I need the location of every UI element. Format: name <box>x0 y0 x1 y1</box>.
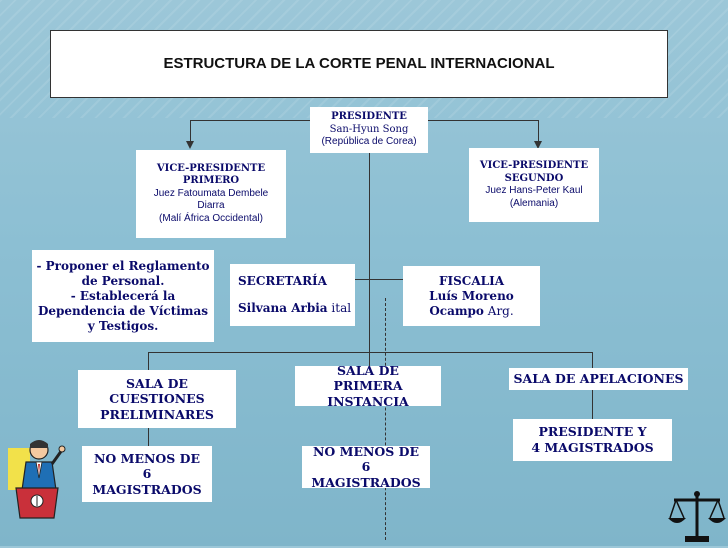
sala-apelaciones-box: SALA DE APELACIONES <box>509 368 688 390</box>
connector-right-drop <box>538 120 539 142</box>
secretaria-name: Silvana Arbia <box>238 301 328 315</box>
fiscalia-name: Luís Moreno Ocampo <box>429 288 514 318</box>
secretaria-box: SECRETARÍA Silvana Arbia ital <box>230 264 355 326</box>
magistrados-cuestiones-box: NO MENOS DE 6 MAGISTRADOS <box>82 446 212 502</box>
secretaria-country: ital <box>331 301 352 315</box>
connector-sala-left <box>148 352 149 372</box>
vice2-role-line2: SEGUNDO <box>504 172 564 184</box>
sala-cuestiones-preliminares-box: SALA DE CUESTIONES PRELIMINARES <box>78 370 236 428</box>
arrow-down-left <box>186 141 194 149</box>
magistrados-3-line2: 4 MAGISTRADOS <box>531 440 654 455</box>
scales-of-justice-icon <box>668 488 726 544</box>
connector-middle-horizontal <box>335 279 405 280</box>
presidente-country: (República de Corea) <box>321 136 417 148</box>
magistrados-2-label: NO MENOS DE 6 MAGISTRADOS <box>311 443 421 490</box>
sala-cuestiones-label: SALA DE CUESTIONES PRELIMINARES <box>100 375 214 422</box>
connector-center-trunk <box>369 152 370 372</box>
vice2-country: (Alemania) <box>509 197 559 209</box>
vice2-name: Juez Hans-Peter Kaul <box>485 185 583 196</box>
sala-apelaciones-label: SALA DE APELACIONES <box>513 371 684 387</box>
funciones-line1: - Proponer el Reglamento de Personal. <box>36 258 210 288</box>
magistrados-primera-box: NO MENOS DE 6 MAGISTRADOS <box>302 443 430 490</box>
vice-presidente-primero-box: VICE-PRESIDENTE PRIMERO Juez Fatoumata D… <box>136 150 286 238</box>
fiscalia-box: FISCALIA Luís Moreno Ocampo Arg. <box>403 266 540 326</box>
fiscalia-person: Luís Moreno Ocampo Arg. <box>422 289 522 319</box>
presidente-box: PRESIDENTE San-Hyun Song (República de C… <box>310 107 428 153</box>
sala-primera-label: SALA DE PRIMERA INSTANCIA <box>327 362 409 409</box>
funciones-box: - Proponer el Reglamento de Personal. - … <box>32 250 214 342</box>
vice-presidente-segundo-box: VICE-PRESIDENTE SEGUNDO Juez Hans-Peter … <box>469 148 599 222</box>
dashed-line-center <box>385 298 387 540</box>
funciones-line2: - Establecerá la Dependencia de Víctimas… <box>37 288 209 333</box>
sala-primera-instancia-box: SALA DE PRIMERA INSTANCIA <box>295 363 441 409</box>
secretaria-person: Silvana Arbia ital <box>238 301 351 316</box>
fiscalia-role: FISCALIA <box>438 273 505 288</box>
magistrados-1-label: NO MENOS DE 6 MAGISTRADOS <box>92 450 202 497</box>
connector-sala-right <box>592 352 593 368</box>
presidente-role: PRESIDENTE <box>331 111 407 123</box>
chart-title-box: ESTRUCTURA DE LA CORTE PENAL INTERNACION… <box>50 30 668 98</box>
arrow-down-right <box>534 141 542 149</box>
vice2-role-line1: VICE-PRESIDENTE <box>479 160 589 171</box>
vice1-role-line1: VICE-PRESIDENTE <box>156 162 266 174</box>
fiscalia-country: Arg. <box>487 303 514 318</box>
presidente-name: San-Hyun Song <box>329 123 409 135</box>
speaker-at-podium-icon <box>8 438 66 520</box>
magistrados-3-line1: PRESIDENTE Y <box>538 424 647 440</box>
vice1-country: (Malí África Occidental) <box>159 212 263 224</box>
connector-right-to-magistrados <box>592 390 593 420</box>
secretaria-role: SECRETARÍA <box>238 274 327 288</box>
chart-title: ESTRUCTURA DE LA CORTE PENAL INTERNACION… <box>163 54 555 72</box>
connector-left-drop <box>190 120 191 142</box>
magistrados-apelaciones-box: PRESIDENTE Y 4 MAGISTRADOS <box>513 419 672 461</box>
connector-salas-horizontal <box>148 352 592 353</box>
connector-left-to-magistrados <box>148 428 149 446</box>
vice1-role-line2: PRIMERO <box>182 175 240 187</box>
vice1-name: Juez Fatoumata Dembele Diarra <box>153 187 269 212</box>
